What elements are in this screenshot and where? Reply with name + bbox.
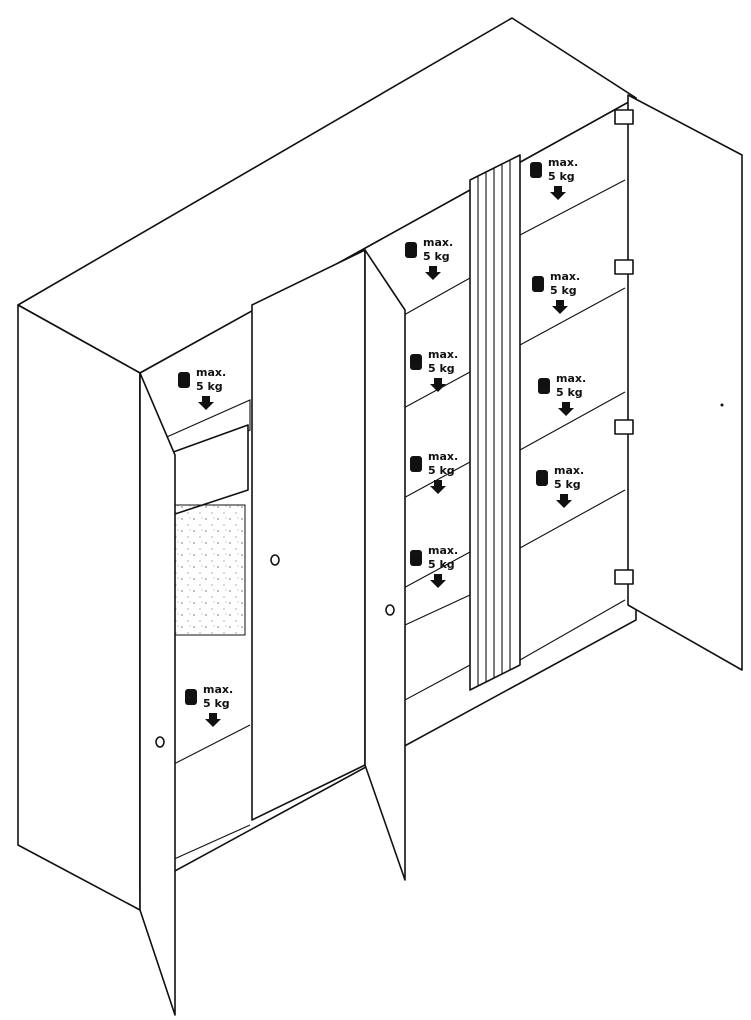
svg-text:5 kg: 5 kg — [548, 170, 575, 183]
svg-text:max.: max. — [423, 236, 453, 249]
load-label: max. 5 kg — [178, 366, 226, 410]
svg-text:max.: max. — [428, 348, 458, 361]
svg-text:max.: max. — [428, 450, 458, 463]
shelf — [519, 287, 626, 346]
arrow-down-icon — [556, 494, 572, 508]
arrow-down-icon — [558, 402, 574, 416]
svg-text:max.: max. — [196, 366, 226, 379]
load-label: max. 5 kg — [530, 156, 578, 200]
svg-text:max.: max. — [550, 270, 580, 283]
load-label: max. 5 kg — [532, 270, 580, 314]
weight-icon — [410, 354, 422, 370]
arrow-down-icon — [430, 480, 446, 494]
svg-text:5 kg: 5 kg — [428, 558, 455, 571]
weight-icon — [410, 456, 422, 472]
middle-door[interactable] — [364, 249, 406, 881]
shelf — [519, 391, 626, 451]
arrow-down-icon — [430, 378, 446, 392]
left-door[interactable] — [139, 372, 176, 1016]
hinge — [614, 569, 634, 585]
load-label: max. 5 kg — [538, 372, 586, 416]
slatted-divider — [469, 154, 521, 691]
arrow-down-icon — [550, 186, 566, 200]
svg-text:5 kg: 5 kg — [428, 464, 455, 477]
arrow-down-icon — [198, 396, 214, 410]
shelf — [519, 599, 626, 661]
door-knob[interactable] — [720, 403, 724, 407]
shelf — [171, 824, 251, 861]
door-knob[interactable] — [155, 736, 165, 748]
shelf — [171, 724, 251, 766]
load-label: max. 5 kg — [410, 544, 458, 588]
svg-text:5 kg: 5 kg — [203, 697, 230, 710]
door-knob[interactable] — [270, 554, 280, 566]
arrow-down-icon — [552, 300, 568, 314]
load-label: max. 5 kg — [410, 450, 458, 494]
load-label: max. 5 kg — [536, 464, 584, 508]
center-door[interactable] — [251, 249, 366, 821]
hinge — [614, 109, 634, 125]
load-label: max. 5 kg — [185, 683, 233, 727]
right-door[interactable] — [627, 94, 743, 671]
weight-icon — [185, 689, 197, 705]
weight-icon — [405, 242, 417, 258]
weight-icon — [536, 470, 548, 486]
svg-text:5 kg: 5 kg — [423, 250, 450, 263]
arrow-down-icon — [205, 713, 221, 727]
svg-text:max.: max. — [548, 156, 578, 169]
weight-icon — [410, 550, 422, 566]
svg-text:5 kg: 5 kg — [550, 284, 577, 297]
svg-text:5 kg: 5 kg — [196, 380, 223, 393]
svg-text:max.: max. — [428, 544, 458, 557]
svg-text:5 kg: 5 kg — [556, 386, 583, 399]
load-label: max. 5 kg — [410, 348, 458, 392]
svg-text:5 kg: 5 kg — [554, 478, 581, 491]
svg-text:max.: max. — [554, 464, 584, 477]
svg-text:max.: max. — [203, 683, 233, 696]
svg-text:max.: max. — [556, 372, 586, 385]
weight-icon — [538, 378, 550, 394]
shelf — [519, 179, 626, 236]
door-knob[interactable] — [385, 604, 395, 616]
mirror-panel — [174, 504, 246, 636]
shelf — [399, 371, 471, 411]
hinge — [614, 419, 634, 435]
arrow-down-icon — [425, 266, 441, 280]
weight-icon — [178, 372, 190, 388]
weight-icon — [532, 276, 544, 292]
arrow-down-icon — [430, 574, 446, 588]
left-side-panel — [17, 304, 141, 911]
shelf — [394, 277, 471, 321]
load-label: max. 5 kg — [405, 236, 453, 280]
hinge — [614, 259, 634, 275]
weight-icon — [530, 162, 542, 178]
shelf — [399, 551, 471, 591]
shelf — [519, 489, 626, 549]
svg-text:5 kg: 5 kg — [428, 362, 455, 375]
